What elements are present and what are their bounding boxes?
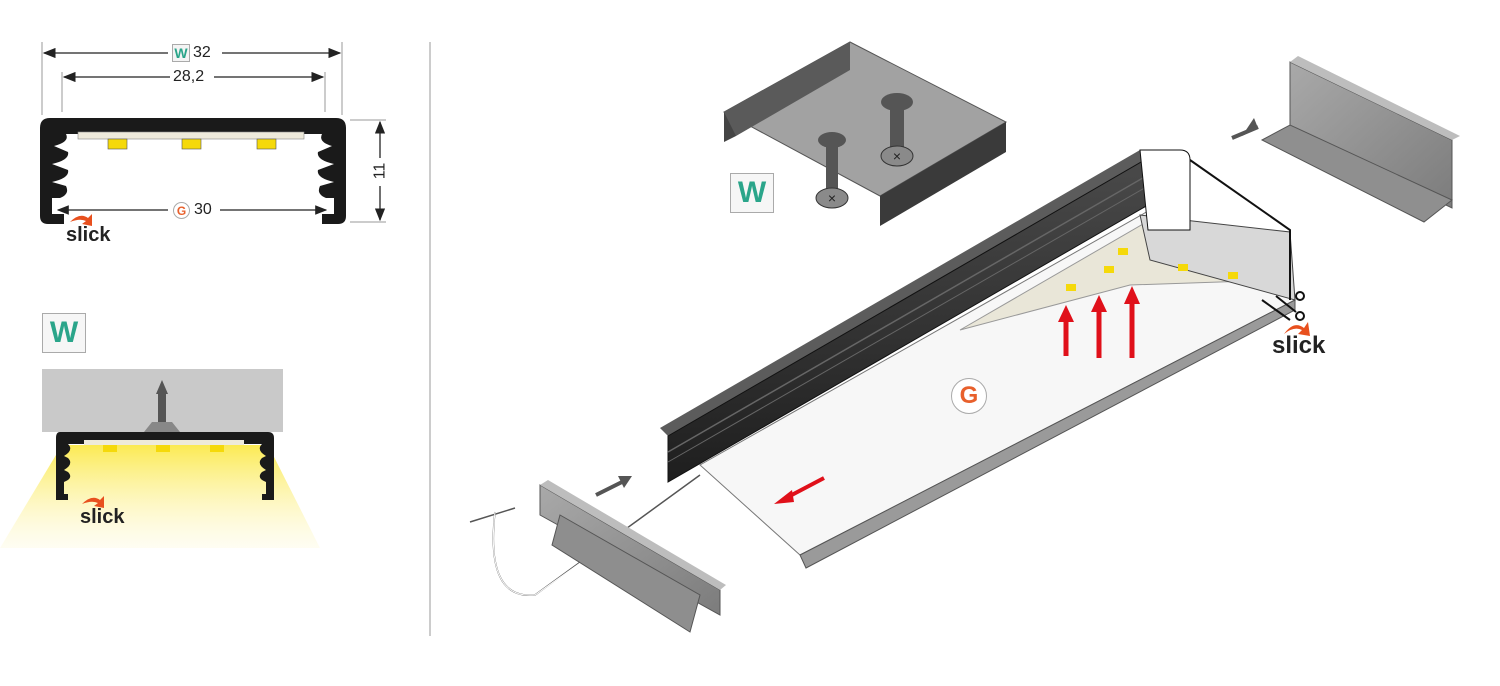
slick-swoosh-icon [1284,322,1310,336]
svg-text:×: × [893,148,901,164]
slick-swoosh-icon [70,214,92,226]
led-chip [256,138,277,150]
diffuser-badge: G [951,378,987,414]
cover-badge: G [173,202,190,219]
screw-icon [158,392,166,422]
mounting-badge: W [42,313,86,353]
mounting-clip: × × [722,41,1008,226]
cover-badge-label: G [176,203,187,218]
profile-mounted [56,432,274,500]
clip-badge: W [730,173,774,213]
light-beam [0,445,320,548]
mounting-badge-label: W [49,316,79,349]
profile-cross-section [40,118,346,224]
svg-text:×: × [828,190,836,206]
slick-logo: slick [1272,332,1326,359]
led-chip [107,138,128,150]
led-chip [181,138,202,150]
scissors-icon [1261,291,1305,321]
cross-section-drawing [40,42,386,226]
clip-badge-label: W [737,176,767,209]
profile-top [660,150,1148,436]
inner-width-value: 28,2 [173,68,205,85]
led-profile [660,149,1297,569]
height-value: 11 [371,162,389,180]
diffuser-badge-label: G [959,382,979,409]
led-chips [1066,248,1238,291]
cover-width-value: 30 [194,201,212,218]
width-badge: W [172,44,190,62]
width-value: 32 [193,44,211,61]
slick-logo: slick [66,224,111,246]
end-cap-left [469,474,726,633]
mounting-view-drawing [0,369,320,548]
slick-swoosh-icon [82,496,104,508]
slick-logo: slick [80,506,125,528]
exploded-view-drawing: × × [469,41,1460,633]
end-cap-right [1231,56,1460,223]
width-badge-label: W [174,45,188,61]
insertion-arrows [774,286,1140,504]
